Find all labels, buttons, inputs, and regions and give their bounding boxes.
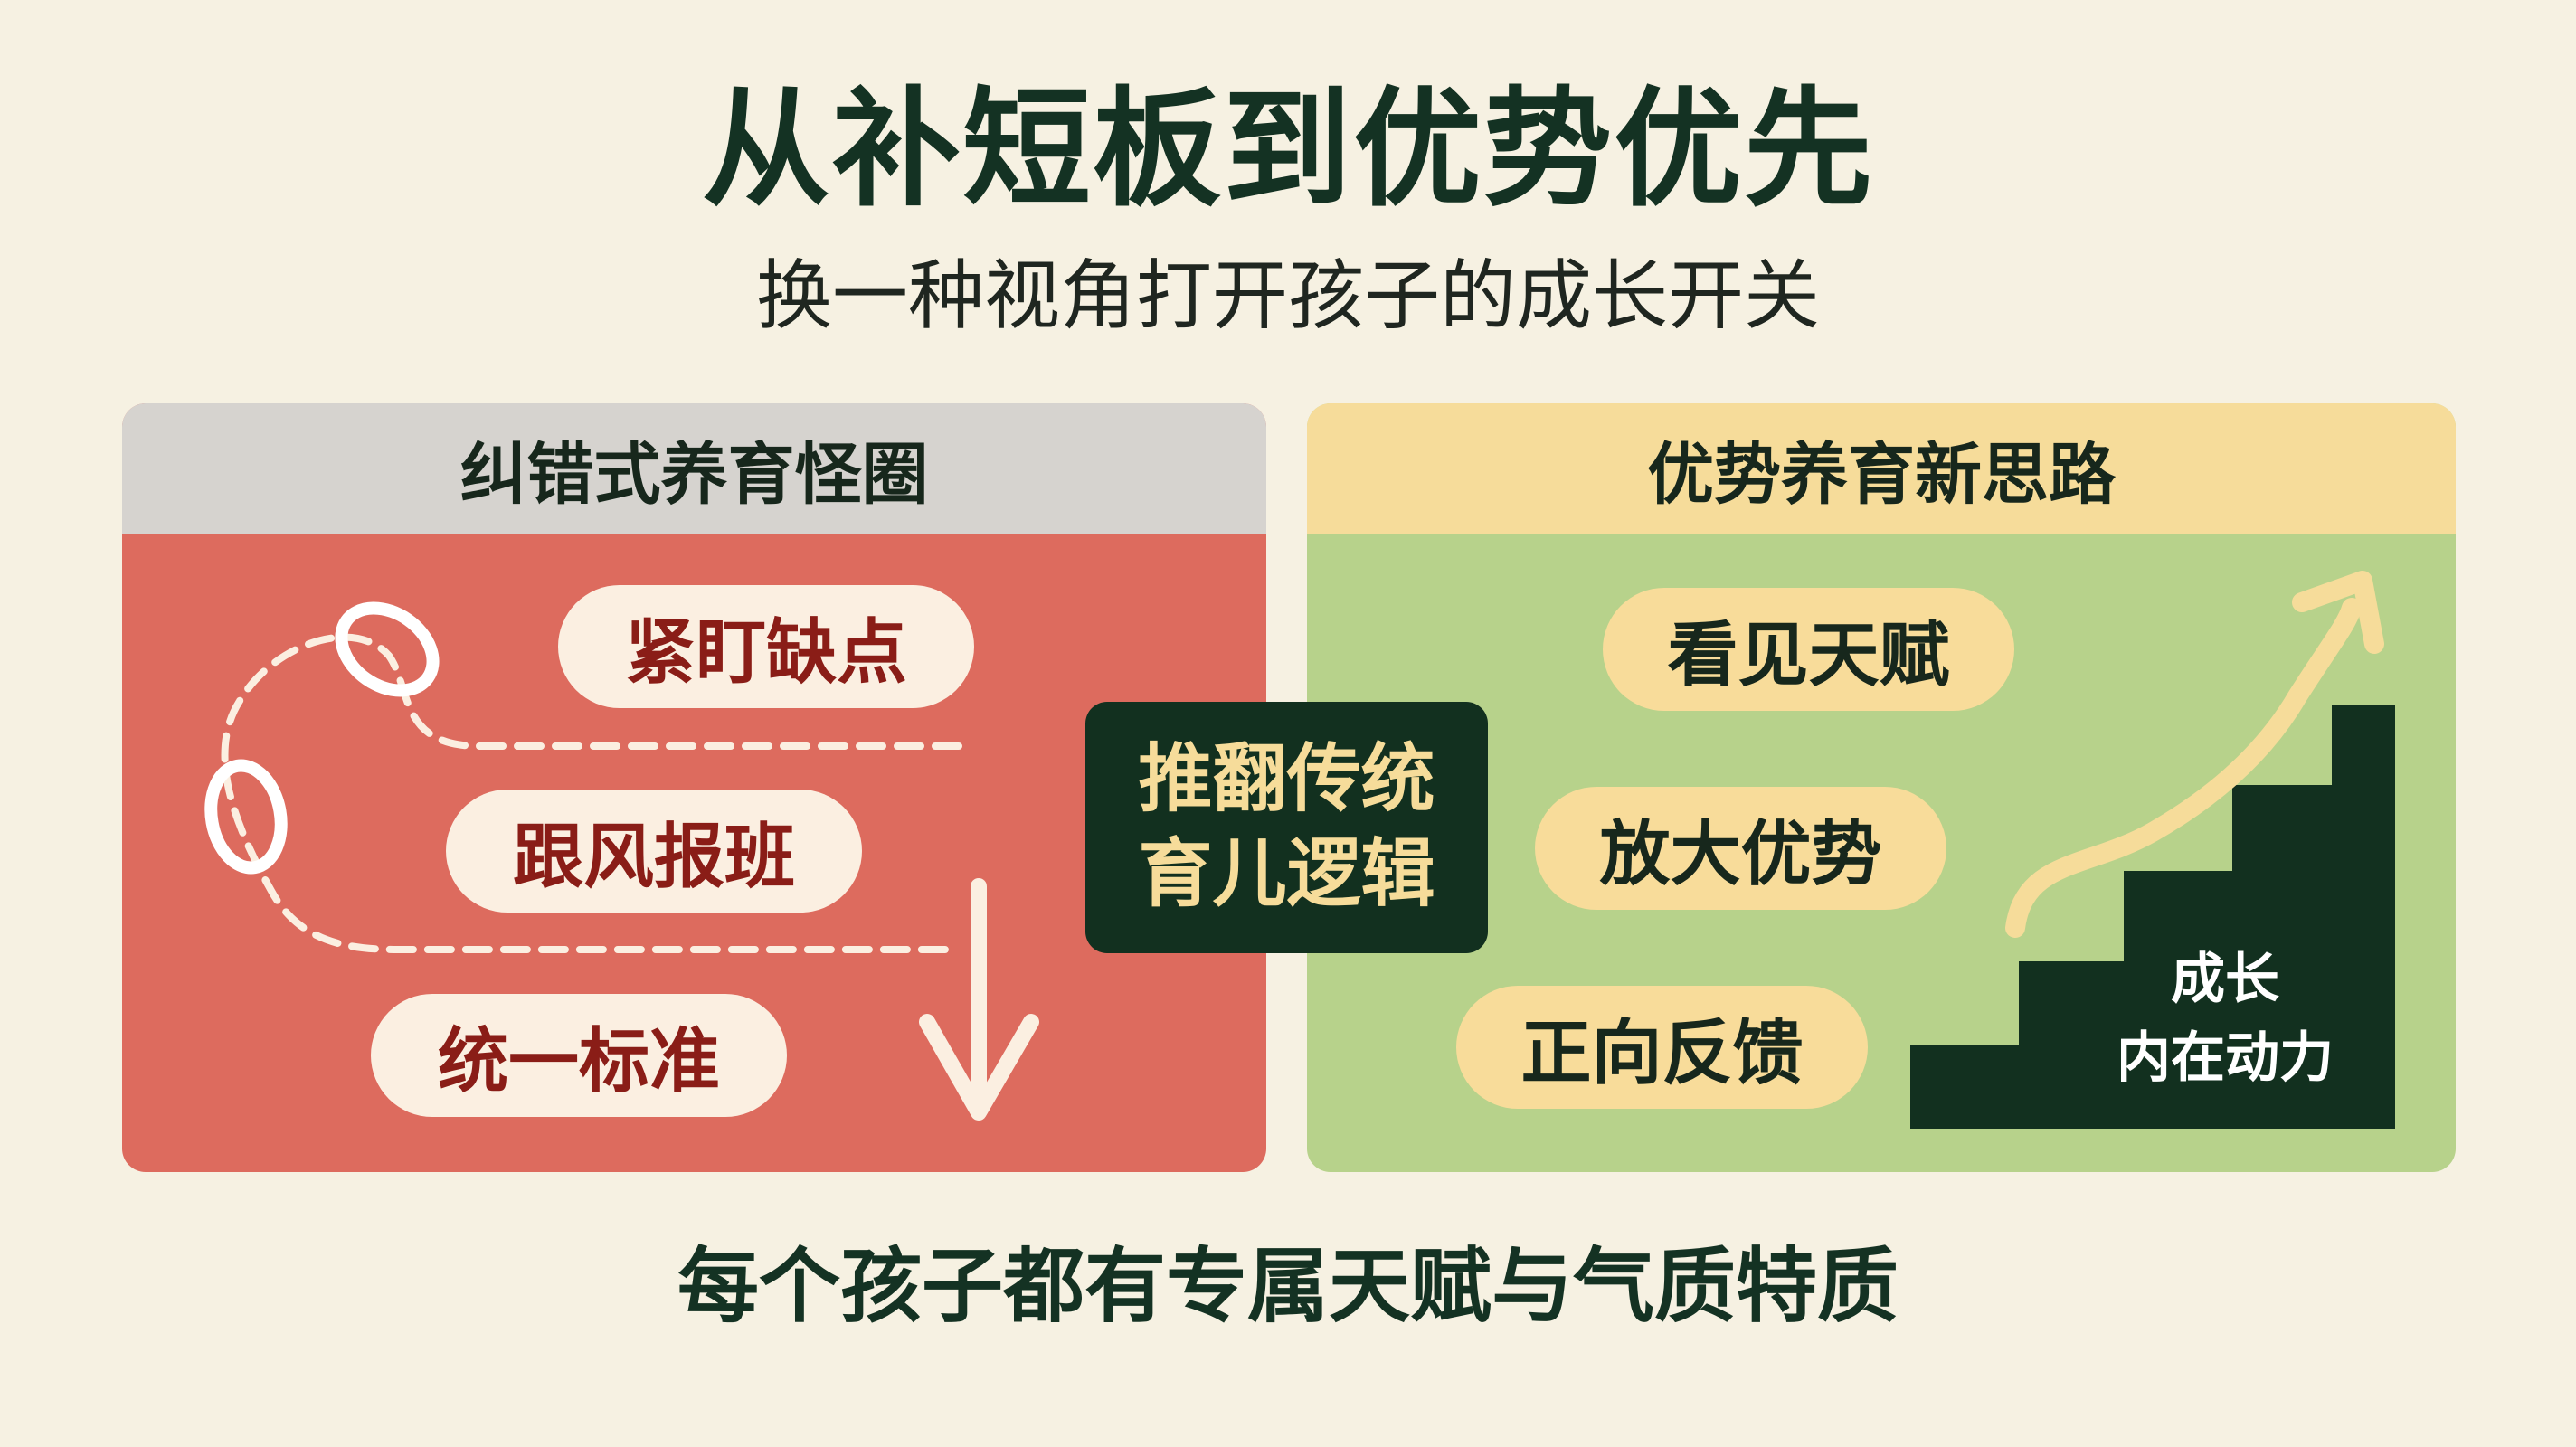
center-line-2: 育儿逻辑: [1138, 831, 1435, 917]
left-panel-header: 纠错式养育怪圈: [122, 403, 1266, 534]
page-subtitle: 换一种视角打开孩子的成长开关: [755, 251, 1820, 340]
left-panel: 纠错式养育怪圈: [122, 403, 1266, 1172]
stairs-label: 成长 内在动力: [2071, 941, 2379, 1098]
growth-arrow-icon: [2005, 571, 2384, 938]
center-box: 推翻传统 育儿逻辑: [1085, 702, 1488, 953]
stairs-label-line1: 成长: [2171, 948, 2279, 1011]
down-arrow-icon: [919, 878, 1039, 1121]
left-item-1: 紧盯缺点: [558, 585, 974, 708]
center-line-1: 推翻传统: [1138, 736, 1435, 823]
left-item-2: 跟风报班: [446, 790, 862, 913]
right-item-2: 放大优势: [1535, 787, 1946, 910]
page-title: 从补短板到优势优先: [702, 75, 1874, 224]
right-item-1: 看见天赋: [1603, 588, 2014, 711]
stairs-icon: [1910, 705, 2395, 1129]
left-item-3: 统一标准: [371, 994, 787, 1117]
chain-icon: [204, 601, 440, 875]
footer-text: 每个孩子都有专属天赋与气质特质: [677, 1239, 1899, 1334]
stairs-label-line2: 内在动力: [2117, 1026, 2334, 1090]
right-item-3: 正向反馈: [1456, 986, 1868, 1109]
right-panel-header: 优势养育新思路: [1307, 403, 2456, 534]
